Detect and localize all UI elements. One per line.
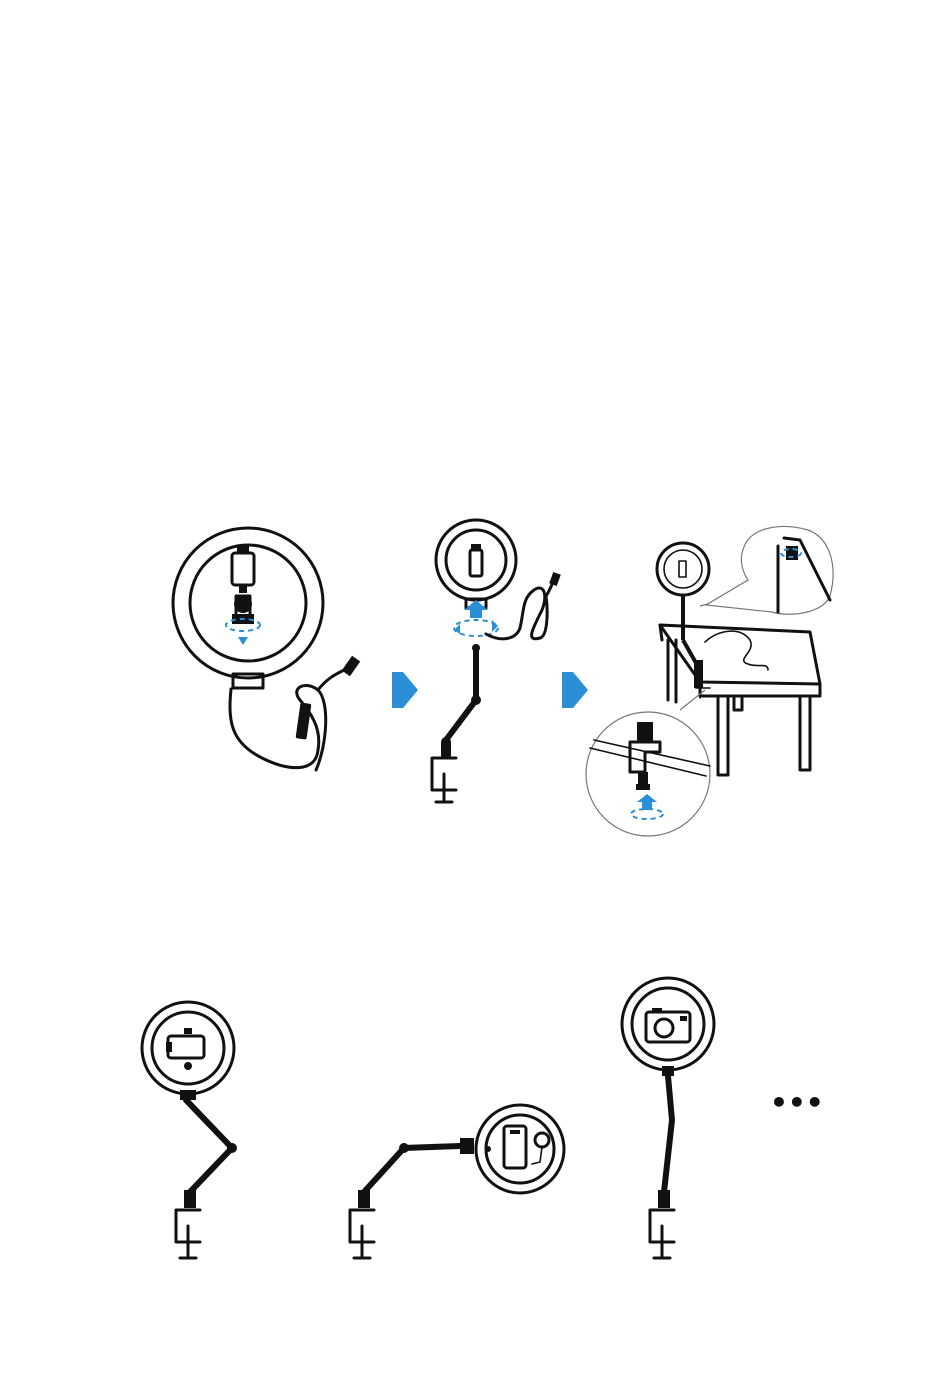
step-2-arm-mount [432,520,561,802]
phone-and-microphone-in-ring-light-icon [485,1126,549,1168]
desk-clamp-icon [350,1190,374,1258]
phone-holder-icon [232,553,254,585]
down-arrow-icon [238,637,248,645]
ring-light-outer [142,1002,234,1094]
callout-detail-top [700,527,833,615]
ring-light-outer [436,520,516,600]
use-3-camera-pole [622,978,714,1258]
ring-light-outer [622,978,714,1070]
camera-in-ring-light-icon [646,1008,690,1042]
gooseneck-arm [446,650,476,740]
more-indicator: ••• [770,1086,824,1119]
desk-clamp-icon [432,742,456,802]
usb-cable [230,665,352,770]
step-1-ring-light-assembly [173,528,360,770]
step-3-table-setup [586,527,833,836]
phone-holder-icon [470,550,482,576]
ring-light-inner [446,530,506,590]
arrow-right-icon [562,672,588,708]
inline-switch-icon [296,702,312,739]
use-2-phone-mic-arm [350,1105,564,1258]
up-arrow-icon [464,600,488,618]
usb-plug-icon [549,572,561,586]
use-1-phone-arm [142,1002,237,1258]
callout-detail-bottom [586,690,710,836]
rotate-arrow-icon [454,620,498,636]
arrow-right-icon [392,672,418,708]
phone-in-ring-light-icon [166,1028,204,1070]
desk-clamp-icon [176,1190,200,1258]
desk-clamp-icon [650,1190,674,1258]
usb-plug-icon [342,656,361,676]
